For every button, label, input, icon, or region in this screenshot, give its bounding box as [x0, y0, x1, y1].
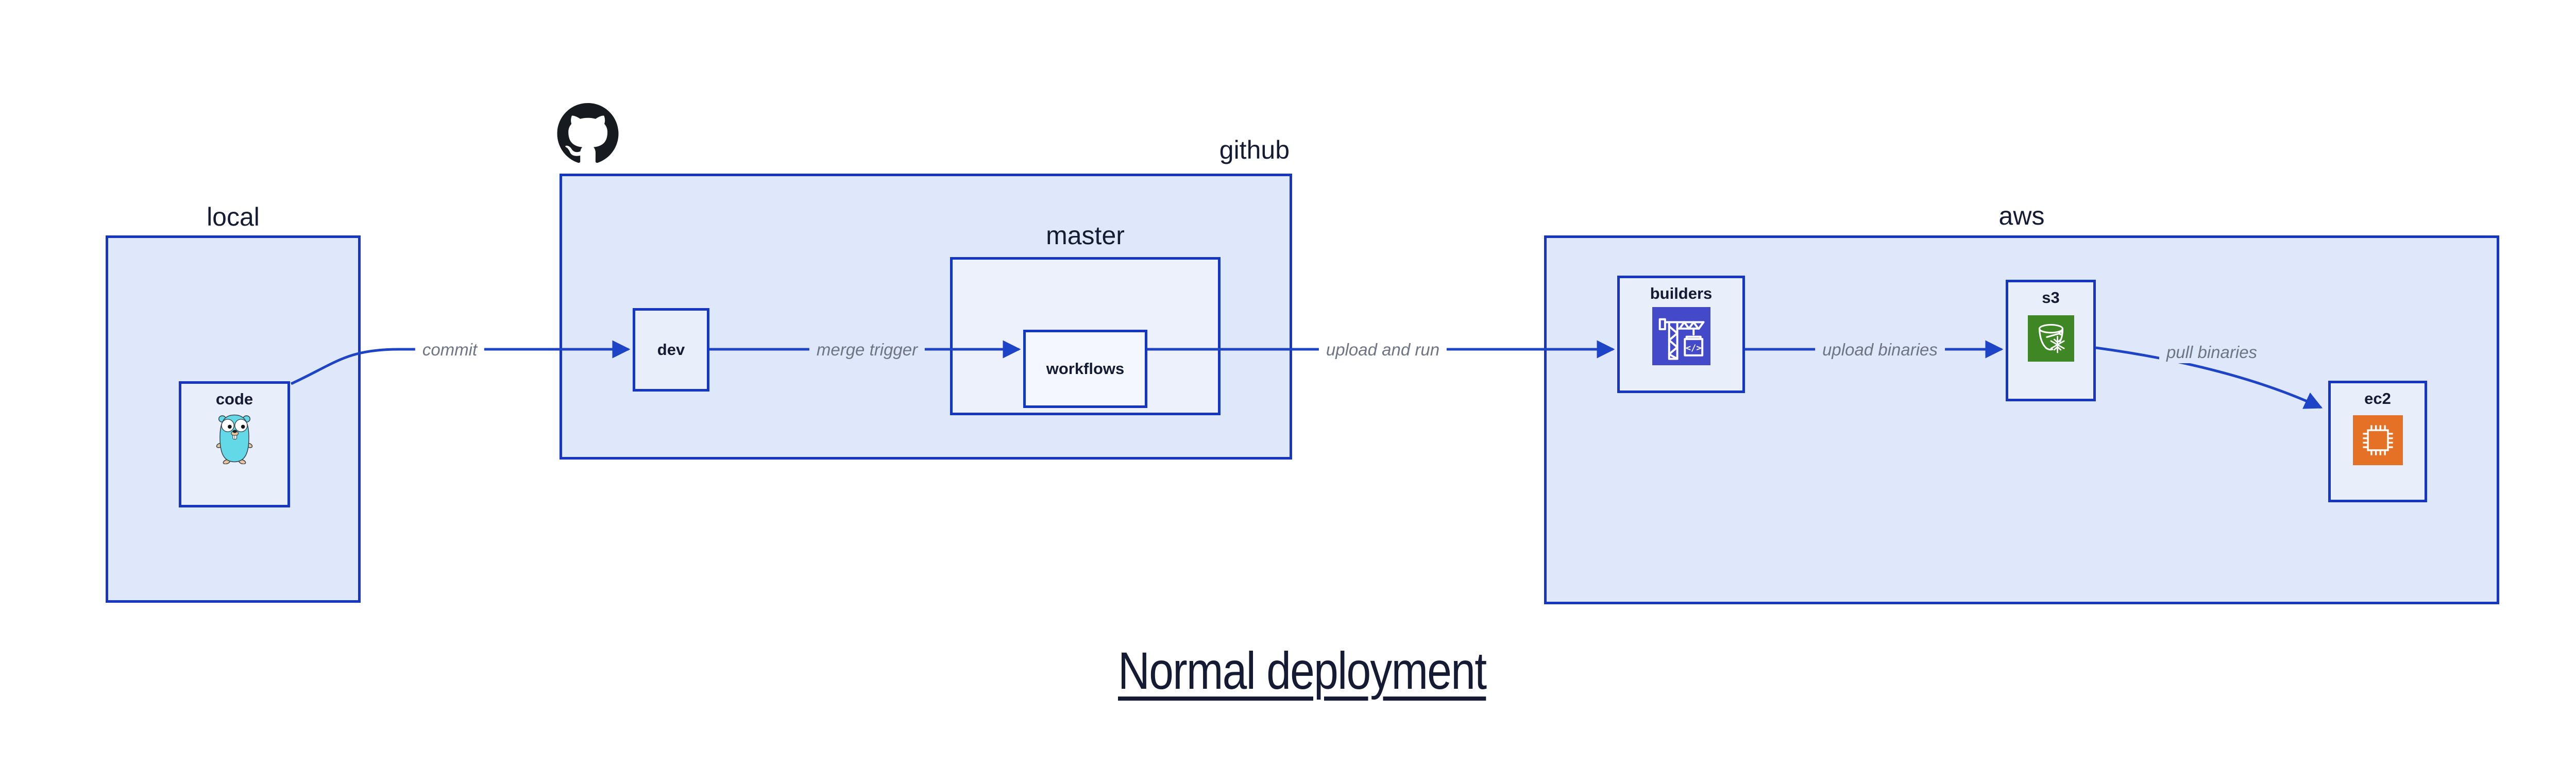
node-s3: s3 [2006, 280, 2096, 401]
diagram-title: Normal deployment [0, 641, 2576, 701]
local-group-label: local [207, 202, 260, 231]
codebuild-code-glyph: </> [1685, 343, 1701, 353]
aws-codebuild-icon: </> [1652, 307, 1710, 365]
node-ec2: ec2 [2328, 381, 2427, 502]
node-builders: builders </> [1617, 276, 1745, 393]
node-dev: dev [633, 308, 709, 392]
node-s3-label: s3 [2042, 288, 2060, 307]
node-ec2-label: ec2 [2364, 389, 2391, 408]
node-workflows: workflows [1023, 330, 1147, 408]
github-group-label: github [1219, 135, 1290, 164]
edge-pull-binaries-label: pull binaries [2159, 342, 2265, 363]
node-code: code [179, 381, 290, 507]
edge-upload-binaries-label: upload binaries [1815, 339, 1945, 361]
aws-group-label: aws [1998, 201, 2045, 230]
github-octocat-icon [557, 103, 619, 163]
node-builders-label: builders [1650, 284, 1713, 302]
node-workflows-label: workflows [1046, 360, 1125, 378]
edge-commit-label: commit [415, 339, 485, 361]
aws-ec2-icon [2352, 415, 2403, 465]
diagram-title-text: Normal deployment [1117, 641, 1487, 700]
master-group-label: master [1046, 221, 1125, 250]
edge-upload-and-run-label: upload and run [1318, 339, 1447, 361]
aws-s3-glacier-icon [2027, 315, 2074, 362]
node-dev-label: dev [657, 341, 685, 359]
node-code-label: code [215, 390, 253, 408]
edge-merge-trigger-label: merge trigger [809, 339, 925, 361]
go-gopher-icon [216, 414, 253, 464]
